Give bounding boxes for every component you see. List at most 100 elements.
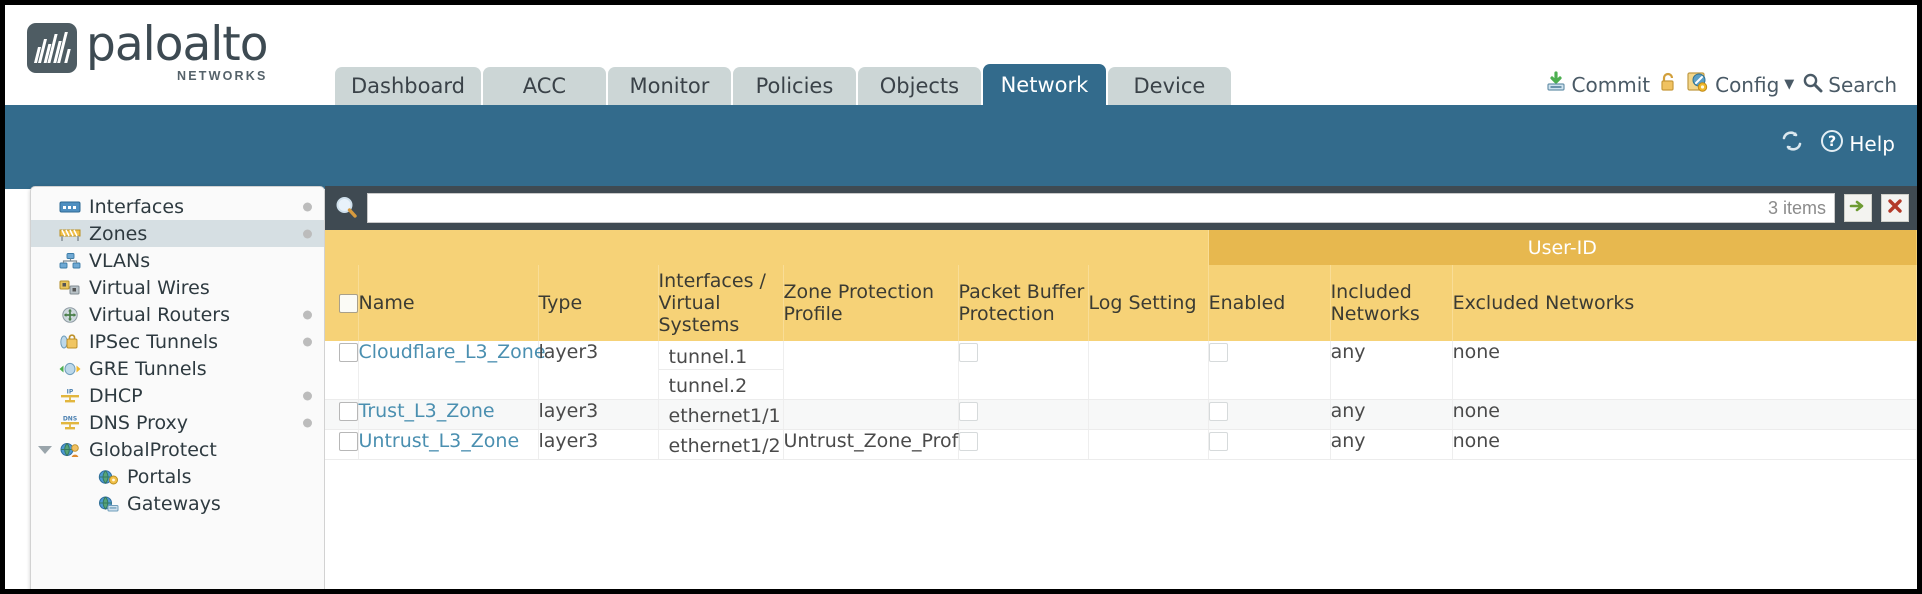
sidebar-item-virtual-routers[interactable]: Virtual Routers xyxy=(31,301,324,328)
search-button[interactable]: Search xyxy=(1802,72,1897,98)
column-header-packet-buffer-protection[interactable]: Packet Buffer Protection xyxy=(958,265,1089,341)
nav-tab-policies[interactable]: Policies xyxy=(732,67,856,105)
nav-tab-monitor[interactable]: Monitor xyxy=(607,67,731,105)
zone-name-cell: Untrust_L3_Zone xyxy=(358,429,539,460)
nav-tab-label: ACC xyxy=(522,74,567,98)
nav-tab-label: Device xyxy=(1133,74,1206,98)
nav-tab-objects[interactable]: Objects xyxy=(857,67,981,105)
lock-button[interactable] xyxy=(1658,71,1678,98)
close-x-red-icon xyxy=(1885,196,1905,221)
search-field-wrapper[interactable]: 3 items xyxy=(367,193,1835,223)
virtual-wires-icon xyxy=(59,279,81,297)
commit-label: Commit xyxy=(1571,72,1651,97)
zone-protection-profile-cell xyxy=(783,399,959,430)
column-header-label: Excluded Networks xyxy=(1452,292,1635,314)
refresh-button[interactable] xyxy=(1780,130,1804,157)
nav-tab-label: Monitor xyxy=(629,74,710,98)
search-input[interactable] xyxy=(368,195,1768,221)
column-header-select[interactable] xyxy=(325,265,359,341)
column-header-name[interactable]: Name xyxy=(358,265,539,341)
log-setting-cell xyxy=(1088,399,1209,430)
excluded-networks-cell: none xyxy=(1452,341,1917,400)
row-select-cell[interactable] xyxy=(325,399,359,430)
sidebar-item-gre-tunnels[interactable]: GRE Tunnels xyxy=(31,355,324,382)
packet-buffer-protection-cell[interactable] xyxy=(958,399,1089,430)
packet-buffer-protection-checkbox[interactable] xyxy=(958,402,978,421)
userid-enabled-cell[interactable] xyxy=(1208,399,1331,430)
clear-filter-button[interactable] xyxy=(1881,194,1909,222)
column-header-label: Type xyxy=(538,292,583,314)
packet-buffer-protection-checkbox[interactable] xyxy=(958,343,978,362)
packet-buffer-protection-cell[interactable] xyxy=(958,429,1089,460)
nav-tab-label: Objects xyxy=(879,74,960,98)
config-menu[interactable]: Config ▼ xyxy=(1686,71,1794,98)
sidebar-item-status-dot xyxy=(303,229,312,238)
column-header-label: Enabled xyxy=(1208,292,1286,314)
commit-button[interactable]: Commit xyxy=(1545,71,1651,98)
config-wrench-icon xyxy=(1686,71,1710,98)
column-header-userid-enabled[interactable]: Enabled xyxy=(1208,265,1331,341)
row-select-checkbox[interactable] xyxy=(339,432,358,451)
sidebar-item-vlans[interactable]: VLANs xyxy=(31,247,324,274)
column-header-included-networks[interactable]: Included Networks xyxy=(1330,265,1453,341)
row-select-cell[interactable] xyxy=(325,429,359,460)
brand-logo[interactable]: paloalto NETWORKS xyxy=(27,21,268,83)
nav-tab-dashboard[interactable]: Dashboard xyxy=(335,67,481,105)
ipsec-tunnels-icon xyxy=(59,333,81,351)
row-select-cell[interactable] xyxy=(325,341,359,400)
zone-name-link[interactable]: Trust_L3_Zone xyxy=(358,400,495,422)
blue-bar-actions: ? Help xyxy=(1780,129,1895,158)
zone-name-link[interactable]: Untrust_L3_Zone xyxy=(358,430,520,452)
select-all-checkbox[interactable] xyxy=(339,294,358,313)
sidebar-item-globalprotect[interactable]: GlobalProtect xyxy=(31,436,324,463)
column-header-log-setting[interactable]: Log Setting xyxy=(1088,265,1209,341)
userid-enabled-checkbox[interactable] xyxy=(1208,402,1228,421)
apply-filter-button[interactable] xyxy=(1844,194,1872,222)
sidebar-item-virtual-wires[interactable]: Virtual Wires xyxy=(31,274,324,301)
zone-type-cell: layer3 xyxy=(538,399,659,430)
packet-buffer-protection-cell[interactable] xyxy=(958,341,1089,400)
paloalto-logo-icon xyxy=(27,23,77,73)
nav-tab-label: Policies xyxy=(755,74,834,98)
virtual-routers-icon xyxy=(59,306,81,324)
userid-enabled-cell[interactable] xyxy=(1208,341,1331,400)
help-button[interactable]: ? Help xyxy=(1820,129,1895,158)
group-header-row: User-ID xyxy=(325,230,1917,265)
column-header-excluded-networks[interactable]: Excluded Networks xyxy=(1452,265,1917,341)
sidebar-item-label: DNS Proxy xyxy=(89,411,188,434)
column-header-type[interactable]: Type xyxy=(538,265,659,341)
zone-name-link[interactable]: Cloudflare_L3_Zone xyxy=(358,341,546,363)
sidebar-item-zones[interactable]: Zones xyxy=(31,220,324,247)
nav-tab-label: Dashboard xyxy=(351,74,465,98)
nav-tab-network[interactable]: Network xyxy=(982,64,1106,105)
sidebar-item-interfaces[interactable]: Interfaces xyxy=(31,193,324,220)
interface-entry: tunnel.1 xyxy=(658,341,783,370)
log-setting-cell xyxy=(1088,429,1209,460)
userid-enabled-checkbox[interactable] xyxy=(1208,432,1228,451)
sidebar-item-ipsec-tunnels[interactable]: IPSec Tunnels xyxy=(31,328,324,355)
userid-enabled-cell[interactable] xyxy=(1208,429,1331,460)
nav-tab-device[interactable]: Device xyxy=(1107,67,1231,105)
nav-tab-acc[interactable]: ACC xyxy=(482,67,606,105)
packet-buffer-protection-checkbox[interactable] xyxy=(958,432,978,451)
column-header-interfaces[interactable]: Interfaces / Virtual Systems xyxy=(658,265,784,341)
userid-enabled-checkbox[interactable] xyxy=(1208,343,1228,362)
chevron-down-icon[interactable] xyxy=(38,445,52,454)
row-select-checkbox[interactable] xyxy=(339,402,358,421)
portals-icon xyxy=(97,468,119,486)
sidebar-item-gateways[interactable]: Gateways xyxy=(31,490,324,517)
sidebar-item-portals[interactable]: Portals xyxy=(31,463,324,490)
column-header-zone-protection-profile[interactable]: Zone Protection Profile xyxy=(783,265,959,341)
column-header-label: Zone Protection Profile xyxy=(783,281,935,325)
row-select-checkbox[interactable] xyxy=(339,343,358,362)
column-header-label: Included Networks xyxy=(1330,281,1420,325)
zone-type-cell: layer3 xyxy=(538,429,659,460)
